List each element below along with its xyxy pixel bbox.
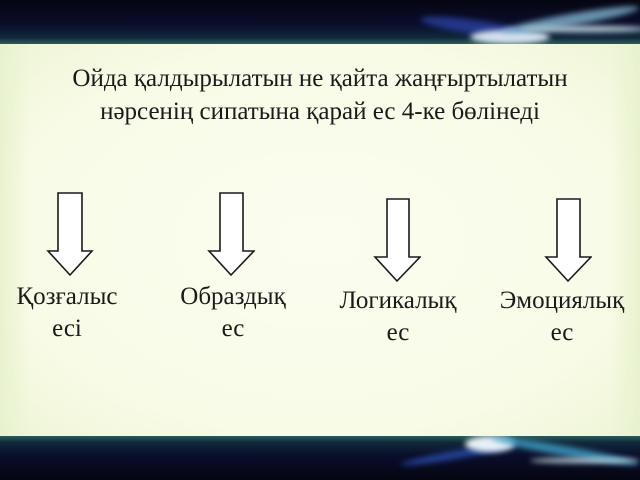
- category-label-line2: ес: [550, 319, 574, 346]
- swoosh-decoration: [530, 458, 640, 463]
- category-label-line2: есі: [52, 315, 82, 342]
- swoosh-decoration: [490, 436, 640, 469]
- swoosh-decoration: [470, 30, 550, 44]
- top-decorative-band: [0, 0, 640, 44]
- down-arrow-icon: [544, 198, 592, 283]
- bottom-decorative-band: [0, 436, 640, 480]
- category-label-line1: Логикалық: [339, 287, 457, 314]
- swoosh-decoration: [520, 26, 640, 32]
- category-label-line2: ес: [386, 319, 410, 346]
- swoosh-decoration: [500, 1, 640, 39]
- category-label-line2: ес: [221, 315, 245, 342]
- category-motor-memory: Қозғалыс есі: [2, 281, 132, 345]
- slide-content-area: [0, 44, 640, 436]
- title-line-2: нәрсенің сипатына қарай ес 4-ке бөлінеді: [100, 98, 540, 125]
- down-arrow-icon: [46, 192, 94, 277]
- category-label-line1: Қозғалыс: [16, 283, 118, 310]
- category-label-line1: Образдық: [180, 283, 286, 310]
- slide-title: Ойда қалдырылатын не қайта жаңғыртылатын…: [0, 62, 640, 128]
- down-arrow-icon: [207, 192, 255, 277]
- title-line-1: Ойда қалдырылатын не қайта жаңғыртылатын: [72, 65, 568, 92]
- category-logical-memory: Логикалық ес: [323, 285, 473, 349]
- down-arrow-icon: [373, 198, 421, 283]
- category-image-memory: Образдық ес: [163, 281, 303, 345]
- category-emotional-memory: Эмоциялық ес: [487, 285, 637, 349]
- category-label-line1: Эмоциялық: [499, 287, 625, 314]
